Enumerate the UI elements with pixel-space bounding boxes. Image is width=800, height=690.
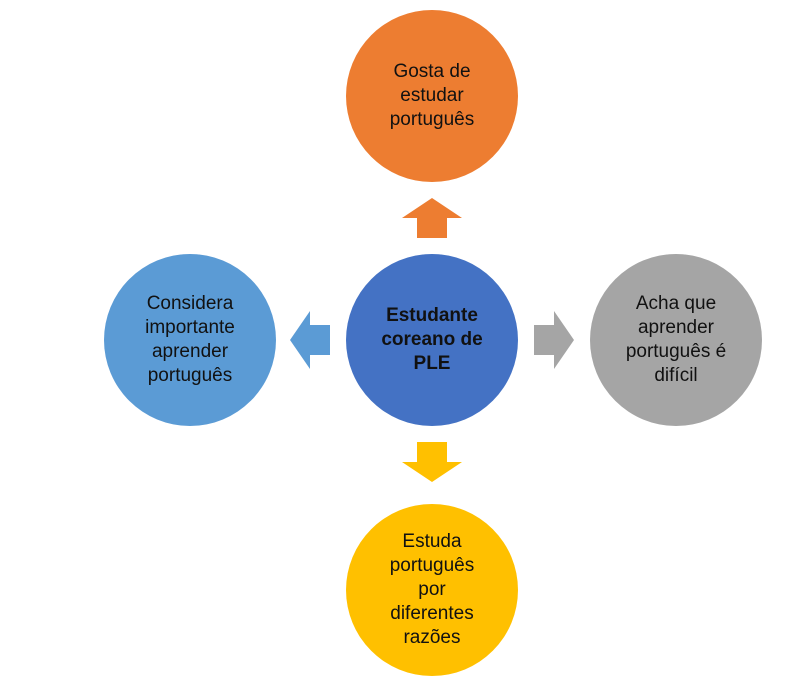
center-node-label: Estudante coreano de PLE <box>381 305 483 374</box>
top-node-label: Gosta de estudar português <box>389 61 475 130</box>
top-node: Gosta de estudar português <box>346 10 518 182</box>
left-node-label: Considera importante aprender português <box>145 293 235 386</box>
arrow-left-icon <box>290 311 330 369</box>
arrow-up-icon <box>402 198 462 238</box>
arrow-right-icon <box>534 311 574 369</box>
arrow-right-shape <box>534 311 574 369</box>
right-node-label: Acha que aprender português é difícil <box>625 293 727 386</box>
center-node: Estudante coreano de PLE <box>346 254 518 426</box>
arrow-down-shape <box>402 442 462 482</box>
arrow-left-shape <box>290 311 330 369</box>
arrow-down-icon <box>402 442 462 482</box>
right-node: Acha que aprender português é difícil <box>590 254 762 426</box>
bottom-node: Estuda português por diferentes razões <box>346 504 518 676</box>
arrow-up-shape <box>402 198 462 238</box>
left-node: Considera importante aprender português <box>104 254 276 426</box>
bottom-node-label: Estuda português por diferentes razões <box>389 531 475 648</box>
